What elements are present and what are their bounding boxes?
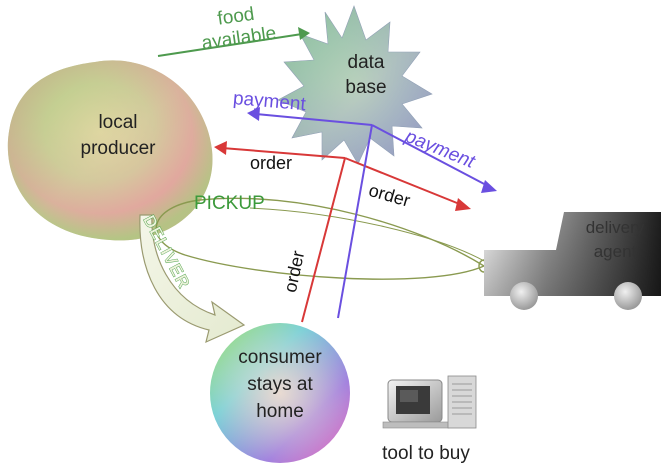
producer-label-line1: local (98, 112, 138, 133)
consumer-label-line2: stays at (247, 374, 313, 395)
database-label: data base (326, 50, 406, 100)
tool-to-buy-label: tool to buy (382, 443, 470, 464)
delivery-label-line1: delivery (585, 218, 645, 237)
delivery-label-line2: agent (593, 242, 637, 261)
consumer-label-line3: home (256, 401, 304, 422)
computer-icon (382, 375, 477, 429)
database-label-line1: data (347, 52, 385, 73)
consumer-label: consumer stays at home (222, 344, 338, 425)
producer-node (7, 60, 213, 241)
delivery-truck-icon (484, 212, 661, 310)
payment-arrows (247, 107, 497, 319)
pickup-label: PICKUP (194, 193, 265, 214)
database-label-line2: base (345, 77, 387, 98)
producer-label-line2: producer (80, 138, 156, 159)
consumer-label-line1: consumer (238, 347, 322, 368)
producer-label: local producer (58, 110, 178, 162)
order-left-label: order (250, 153, 293, 173)
consumer-node (210, 323, 350, 463)
delivery-agent-label: delivery agent (570, 216, 660, 264)
food-available-arrow (157, 27, 310, 57)
deliver-arrow (139, 214, 246, 344)
